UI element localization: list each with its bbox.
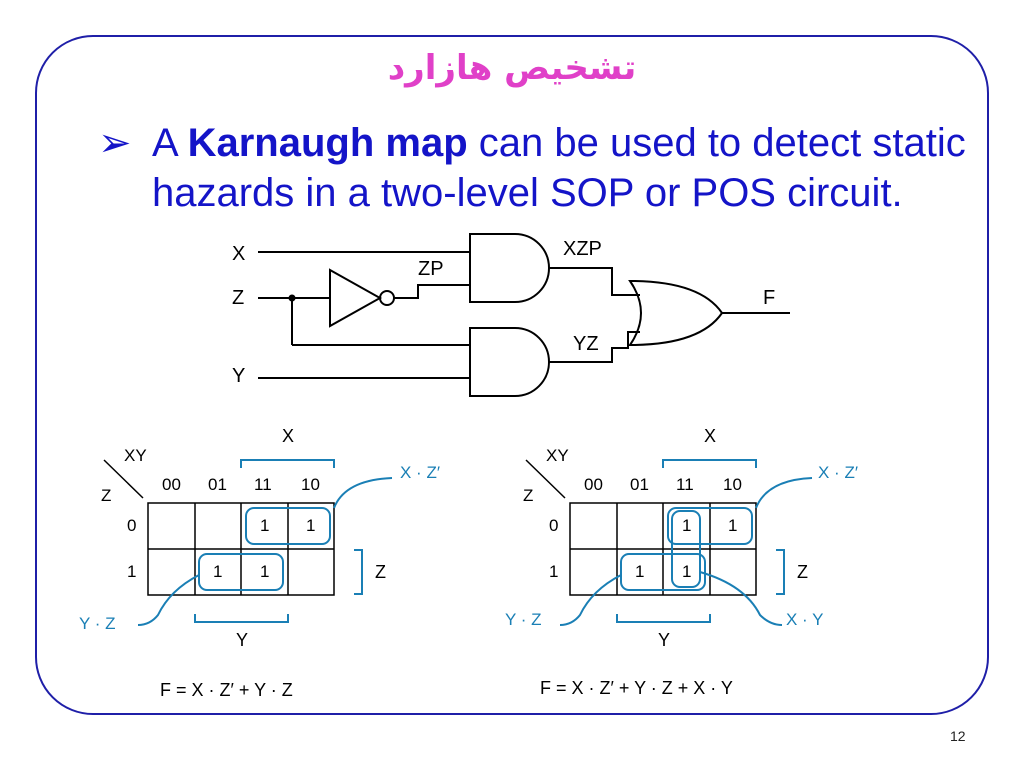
kmap2-col-01: 01 (630, 475, 649, 494)
kmap1-cell: 1 (306, 516, 316, 535)
bullet-suffix: can be used to detect static hazards in … (152, 121, 966, 215)
kmap1-bracket-y: Y (236, 630, 249, 650)
kmap1-col-11: 11 (254, 475, 272, 494)
kmap1-cell: 1 (260, 516, 270, 535)
slide-frame (35, 35, 989, 715)
kmap2-col-10: 10 (723, 475, 742, 494)
bullet-arrow-icon: ➢ (98, 121, 132, 165)
kmap1-bracket-z: Z (375, 562, 386, 582)
kmap2-cell: 1 (682, 562, 692, 581)
output-f-label: F (763, 287, 776, 309)
kmap2-bracket-x: X (704, 426, 717, 446)
kmap2-term-yz: Y · Z (505, 610, 542, 629)
input-x-label: X (232, 243, 246, 265)
kmap2-row-var: Z (523, 486, 534, 505)
kmap2-col-00: 00 (584, 475, 603, 494)
kmap1-row-var: Z (101, 486, 112, 505)
kmap1-equation: F = X · Z′ + Y · Z (160, 680, 293, 700)
kmap1-col-01: 01 (208, 475, 227, 494)
kmap1-col-var: XY (124, 446, 147, 465)
kmap2-cell: 1 (728, 516, 738, 535)
kmap1-cell: 1 (260, 562, 270, 581)
kmap1-row-1: 1 (127, 562, 137, 581)
kmap1-term-xz: X · Z′ (400, 463, 441, 482)
xzp-signal-label: XZP (563, 238, 602, 260)
page-number: 12 (950, 728, 966, 744)
slide-title: تشخیص هازارد (387, 48, 637, 88)
kmap1-row-0: 0 (127, 516, 137, 535)
kmap1-col-10: 10 (301, 475, 320, 494)
kmap1-bracket-x: X (282, 426, 295, 446)
kmap2-bracket-z: Z (797, 562, 808, 582)
kmap2-equation: F = X · Z′ + Y · Z + X · Y (540, 678, 733, 698)
kmap2-col-11: 11 (676, 475, 694, 494)
kmap1-col-00: 00 (162, 475, 181, 494)
kmap2-row-1: 1 (549, 562, 559, 581)
kmap2-term-xz: X · Z′ (818, 463, 859, 482)
input-z-label: Z (232, 287, 245, 309)
kmap2-row-0: 0 (549, 516, 559, 535)
kmap2-term-xy: X · Y (786, 610, 824, 629)
bullet-bold: Karnaugh map (187, 121, 468, 165)
kmap2-bracket-y: Y (658, 630, 671, 650)
zp-signal-label: ZP (418, 258, 444, 280)
kmap1-term-yz: Y · Z (79, 614, 116, 633)
kmap2-col-var: XY (546, 446, 569, 465)
bullet-text: A Karnaugh map can be used to detect sta… (152, 118, 982, 218)
yz-signal-label: YZ (573, 333, 599, 355)
kmap2-cell: 1 (635, 562, 645, 581)
bullet-prefix: A (152, 121, 188, 165)
kmap1-cell: 1 (213, 562, 223, 581)
kmap2-cell: 1 (682, 516, 692, 535)
input-y-label: Y (232, 365, 246, 387)
